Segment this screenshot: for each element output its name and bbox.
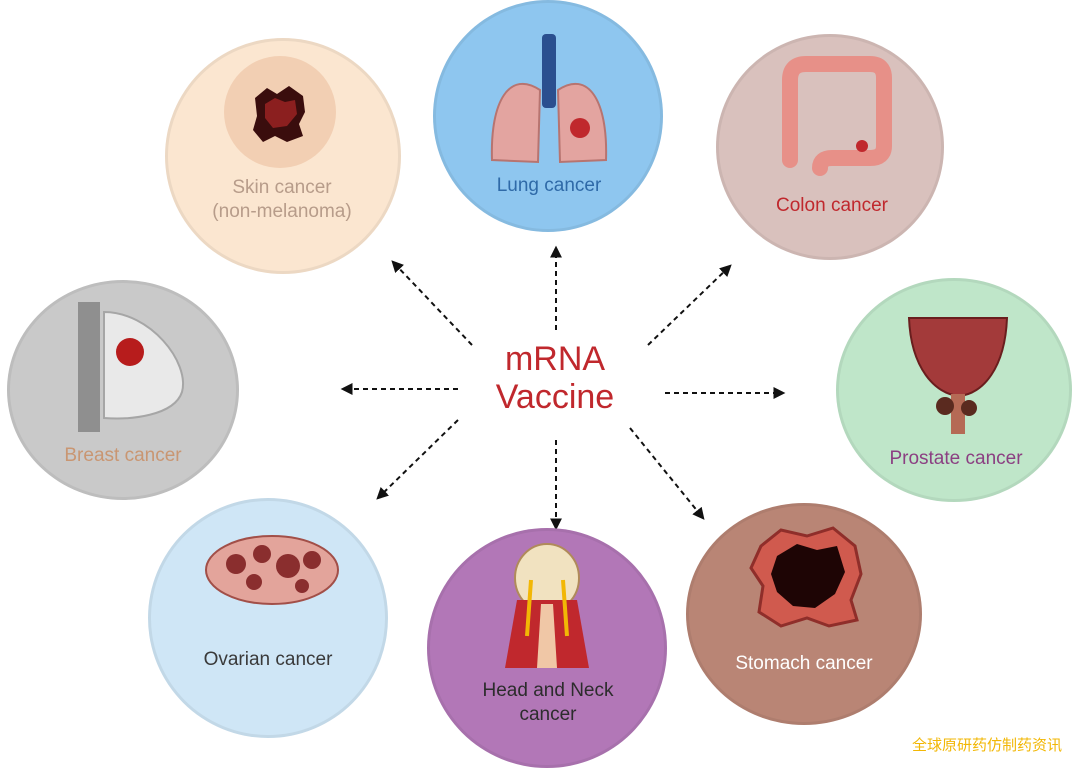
arrow-to-skin — [391, 260, 473, 346]
prostate-icon — [907, 317, 1009, 434]
stomach-cancer-label: Stomach cancer — [735, 652, 872, 676]
head-neck-icon — [505, 543, 589, 668]
center-title-line1: mRNA — [504, 340, 606, 378]
ovarian-cancer-label-line1: Ovarian cancer — [203, 649, 333, 670]
skin-lesion-icon — [224, 56, 336, 168]
colon-icon — [782, 56, 892, 176]
prostate-cancer-label: Prostate cancer — [889, 447, 1022, 471]
arrow-to-stomach — [629, 427, 705, 520]
lung-cancer-label-line1: Lung cancer — [496, 175, 602, 196]
watermark-text: 全球原研药仿制药资讯 — [911, 736, 1062, 754]
lung-cancer-label: Lung cancer — [497, 174, 602, 198]
ovary-icon — [205, 535, 339, 605]
breast-cancer-label-line1: Breast cancer — [64, 445, 182, 466]
arrow-to-ovarian — [376, 419, 459, 500]
center-title-line2: Vaccine — [495, 378, 615, 416]
lungs-icon — [490, 34, 608, 164]
head-neck-cancer-label: Head and Neck cancer — [483, 679, 614, 727]
ovarian-cancer-label: Ovarian cancer — [204, 648, 333, 672]
colon-cancer-label-line1: Colon cancer — [776, 195, 888, 216]
breast-icon — [78, 302, 185, 432]
skin-cancer-label-line1: Skin cancer — [232, 177, 332, 198]
head-neck-cancer-label-line1: Head and Neck — [482, 680, 614, 701]
arrow-to-colon — [647, 264, 732, 346]
colon-cancer-label: Colon cancer — [776, 194, 888, 218]
head-neck-cancer-label-line2: cancer — [519, 704, 577, 725]
prostate-cancer-label-line1: Prostate cancer — [889, 448, 1023, 469]
skin-cancer-label-line2: (non-melanoma) — [212, 201, 352, 222]
breast-cancer-label: Breast cancer — [64, 444, 181, 468]
stomach-tumor-icon — [749, 526, 863, 628]
stomach-cancer-label-line1: Stomach cancer — [735, 653, 873, 674]
skin-cancer-label: Skin cancer (non-melanoma) — [212, 176, 351, 224]
center-title: mRNA Vaccine — [496, 340, 614, 416]
